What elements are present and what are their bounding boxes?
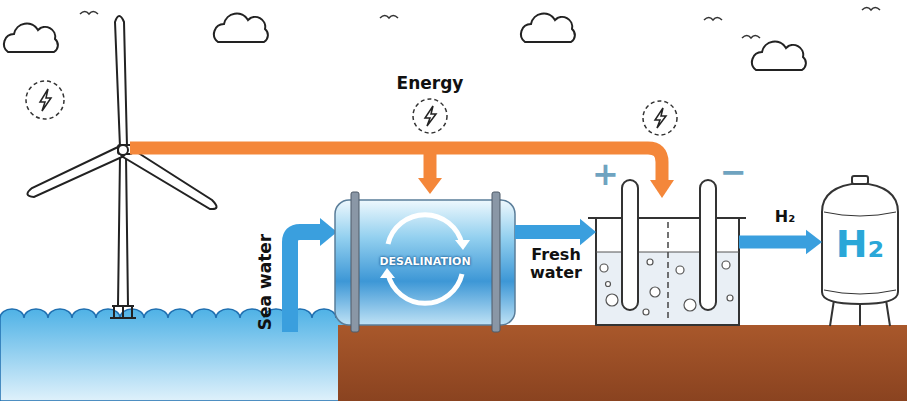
arrow-shaft <box>515 225 582 239</box>
hydrogen-tank <box>822 176 898 326</box>
flow-label: Sea water <box>256 234 276 330</box>
bubble <box>650 287 660 297</box>
lightning-icons <box>26 81 677 135</box>
arrow-shaft <box>739 236 808 249</box>
wind-turbine <box>27 16 216 318</box>
bubble <box>606 294 618 306</box>
flow-arrow <box>515 219 596 246</box>
bubble <box>643 309 649 315</box>
ground <box>338 325 907 401</box>
node-text: + <box>592 156 619 193</box>
node-text: H₂ <box>836 223 884 267</box>
edge-label: Fresh water <box>519 246 593 283</box>
arrow-head <box>580 219 596 246</box>
bubble <box>647 259 653 265</box>
edge-label: H₂ <box>760 208 810 226</box>
bubble <box>676 266 684 274</box>
energy-label: Energy <box>397 74 464 94</box>
bubble <box>722 261 730 269</box>
arrow-head <box>806 230 822 255</box>
energy-arrow <box>130 148 674 198</box>
bubble <box>600 264 608 272</box>
desalination-tank <box>335 192 515 332</box>
bubble <box>684 299 696 311</box>
sea-water-arrow <box>290 218 337 332</box>
bubble <box>606 282 611 287</box>
bubble <box>727 295 733 301</box>
flow-arrow <box>739 230 822 255</box>
birds <box>80 8 880 39</box>
desalination-unit: DESALINATION <box>335 200 515 325</box>
node-text: − <box>720 154 747 191</box>
sea-waves <box>0 309 360 401</box>
hydrogen-tank: H₂ <box>822 186 898 304</box>
node-text: DESALINATION <box>379 256 470 269</box>
electrolyzer-cell: +− <box>596 218 739 325</box>
electrolyzer <box>588 180 746 325</box>
